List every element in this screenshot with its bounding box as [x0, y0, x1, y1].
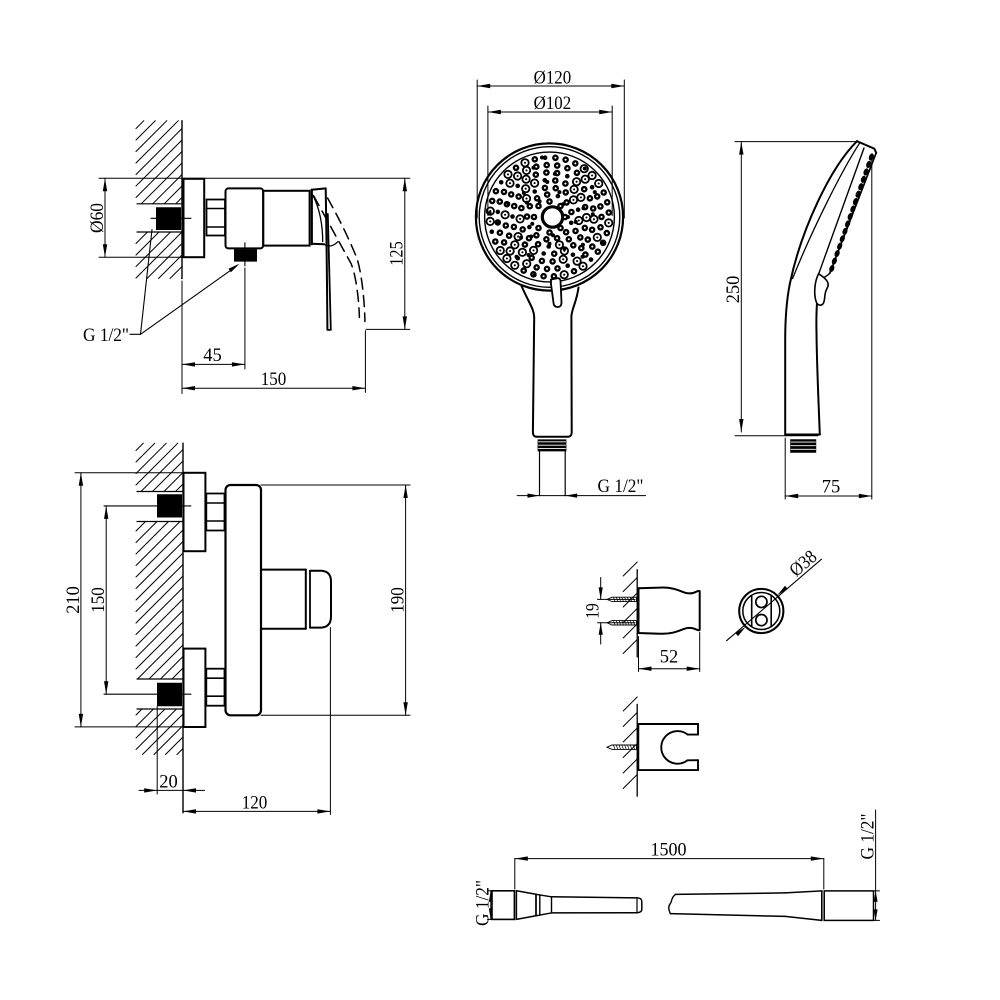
svg-text:20: 20 [159, 771, 178, 792]
svg-text:125: 125 [387, 241, 408, 266]
svg-text:G 1/2": G 1/2" [598, 476, 644, 497]
svg-text:210: 210 [63, 586, 84, 614]
svg-text:150: 150 [261, 369, 287, 390]
svg-text:52: 52 [660, 647, 679, 668]
svg-text:150: 150 [88, 587, 109, 613]
svg-text:120: 120 [242, 792, 268, 813]
svg-text:190: 190 [387, 587, 408, 613]
svg-text:Ø60: Ø60 [87, 203, 108, 233]
svg-text:1500: 1500 [651, 839, 687, 860]
svg-text:19: 19 [583, 603, 604, 619]
svg-text:Ø120: Ø120 [534, 68, 572, 89]
svg-text:Ø38: Ø38 [786, 546, 822, 581]
svg-text:G 1/2": G 1/2" [83, 325, 129, 346]
svg-text:75: 75 [822, 477, 841, 498]
svg-text:G 1/2": G 1/2" [472, 880, 493, 926]
svg-text:G 1/2": G 1/2" [857, 814, 878, 860]
svg-text:Ø102: Ø102 [534, 93, 572, 114]
svg-text:250: 250 [723, 276, 744, 304]
svg-text:45: 45 [203, 345, 222, 366]
